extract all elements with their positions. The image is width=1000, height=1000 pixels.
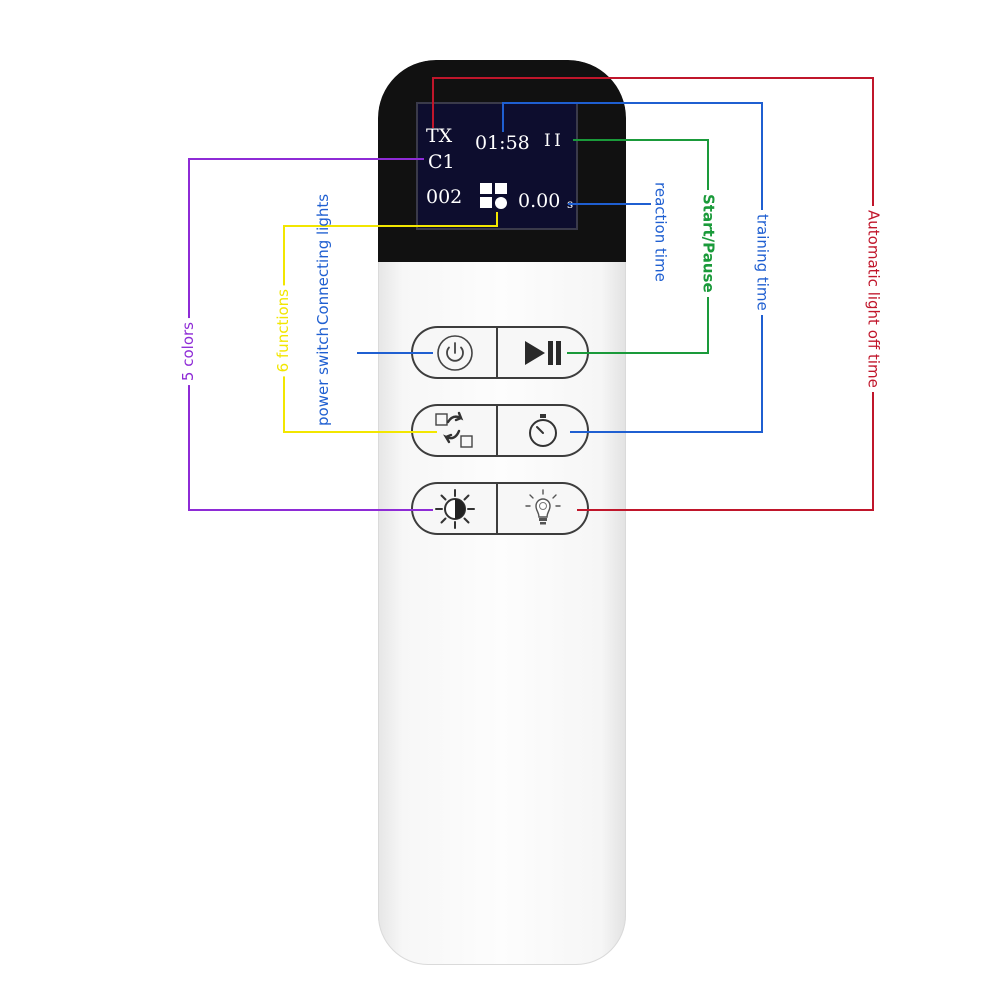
tx-label: TX	[426, 125, 453, 147]
reaction-time-value: 0.00	[518, 190, 561, 212]
pause-symbol: I I	[544, 131, 561, 151]
label-automatic-light-off-time: Automatic light off time	[864, 206, 882, 392]
callout-line-functions	[283, 212, 498, 433]
callout-line-training-time	[502, 102, 763, 433]
label-start-pause: Start/Pause	[699, 190, 717, 297]
label-reaction-time: reaction time	[651, 178, 669, 286]
callout-line-light-off	[432, 77, 874, 511]
callout-line-start-pause	[567, 139, 709, 354]
light-timer-button[interactable]	[497, 482, 589, 535]
label-training-time: training time	[753, 210, 771, 315]
power-icon	[436, 334, 473, 371]
light-bulb-icon	[524, 488, 561, 524]
function-grid-icon	[480, 183, 507, 209]
display-screen: TX C1 01:58 I I 002 0.00 s	[416, 102, 578, 230]
mode-switch-icon	[434, 411, 473, 448]
label-connecting-lights: Connecting lights	[314, 193, 332, 325]
label-power-connecting: power switch Connecting lights	[314, 194, 333, 430]
callout-line-colors	[188, 158, 433, 511]
stopwatch-button[interactable]	[497, 404, 589, 457]
color-button[interactable]	[411, 482, 497, 535]
training-time-value: 01:58	[475, 132, 530, 154]
label-five-colors: 5 colors	[179, 318, 198, 386]
label-six-functions: 6 functions	[274, 285, 293, 377]
mode-switch-button[interactable]	[411, 404, 497, 457]
count-value: 002	[426, 186, 463, 208]
channel-label: C1	[428, 151, 455, 173]
stopwatch-icon	[528, 413, 557, 447]
play-pause-icon	[524, 340, 561, 365]
brightness-contrast-icon	[434, 488, 475, 529]
label-power-switch: power switch	[314, 326, 332, 426]
